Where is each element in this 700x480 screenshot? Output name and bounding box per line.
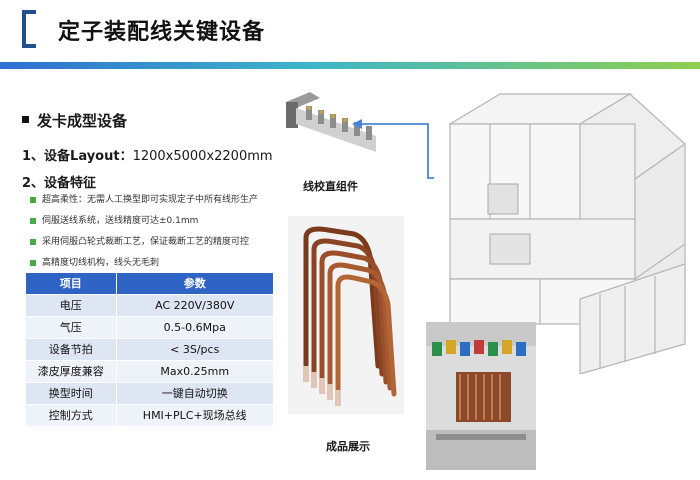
check-icon [30, 218, 36, 224]
table-row: 换型时间一键自动切换 [26, 382, 274, 405]
table-header-row: 项目 参数 [26, 273, 274, 295]
title-bracket [22, 10, 36, 48]
features-heading: 2、设备特征 [22, 176, 97, 191]
table-header-cell: 参数 [116, 273, 274, 295]
layout-value: 1200x5000x2200mm [132, 149, 273, 164]
list-item: 采用伺服凸轮式裁断工艺，保证裁断工艺的精度可控 [30, 236, 258, 257]
square-bullet-icon [22, 116, 29, 123]
features-list: 超高柔性：无需人工换型即可实现定子中所有线形生产 伺服送线系统，送线精度可达±0… [30, 194, 258, 278]
section-heading: 发卡成型设备 [22, 110, 127, 131]
list-item: 超高柔性：无需人工换型即可实现定子中所有线形生产 [30, 194, 258, 215]
list-item: 伺服送线系统，送线精度可达±0.1mm [30, 215, 258, 236]
table-header-cell: 项目 [26, 273, 117, 295]
component-label: 线校直组件 [303, 180, 358, 193]
stator-product-image [426, 322, 536, 470]
layout-label: 1、设备Layout： [22, 149, 133, 164]
wire-straightening-component-image [286, 92, 376, 152]
check-icon [30, 197, 36, 203]
pointer-arrow [352, 119, 434, 179]
section-heading-text: 发卡成型设备 [37, 112, 128, 130]
page-title: 定子装配线关键设备 [58, 20, 266, 45]
hairpin-coils-image [288, 216, 404, 414]
title-gradient-bar [0, 62, 700, 69]
list-item: 高精度切线机构，线头无毛刺 [30, 257, 258, 278]
machine-drawing [447, 93, 686, 374]
check-icon [30, 239, 36, 245]
table-row: 设备节拍< 3S/pcs [26, 338, 274, 361]
product-label: 成品展示 [326, 440, 370, 453]
check-icon [30, 260, 36, 266]
layout-line: 1、设备Layout：1200x5000x2200mm [22, 145, 273, 164]
